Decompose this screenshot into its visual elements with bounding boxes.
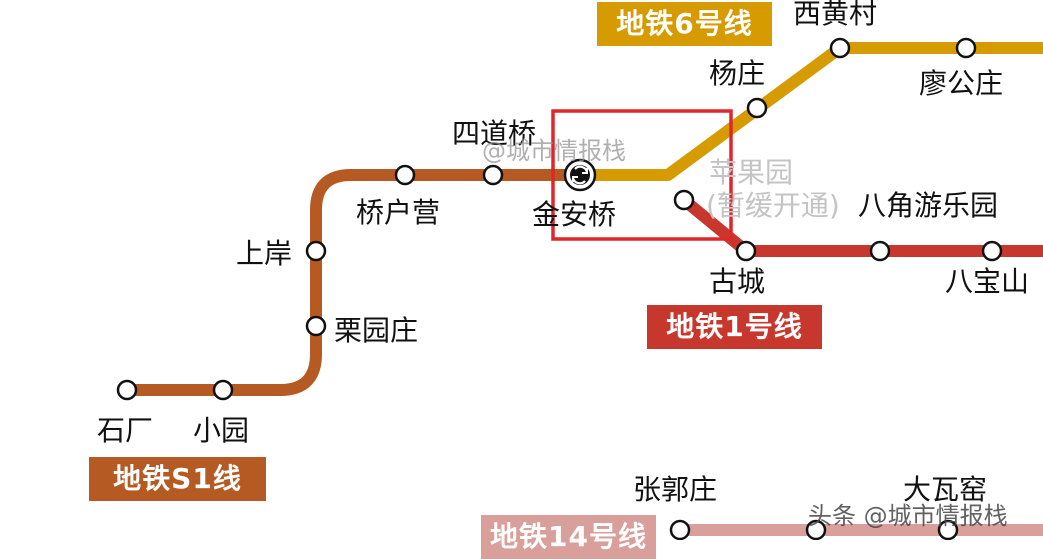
station-label-zhangguozhuang: 张郭庄 [633, 473, 717, 506]
line-1-badge: 地铁1号线 [647, 305, 822, 349]
station-label-pingguoyuan: 苹果园 [709, 156, 793, 189]
station-marker-zhangguozhuang[interactable] [669, 519, 691, 540]
station-label-dawayao: 大瓦窑 [903, 473, 987, 506]
station-label-pingguoyuan-note: (暂缓开通) [706, 189, 840, 222]
station-label-bajiao: 八角游乐园 [858, 189, 998, 222]
station-marker-xiaoyuan[interactable] [212, 379, 234, 401]
station-label-yangzhuang: 杨庄 [709, 57, 765, 90]
station-label-qiaohuying: 桥户营 [356, 196, 440, 229]
station-marker-line14-a[interactable] [805, 519, 827, 540]
station-label-babaoshan: 八宝山 [945, 265, 1029, 298]
station-marker-sidaoqiao[interactable] [482, 164, 504, 186]
line-s1-badge: 地铁S1线 [89, 457, 266, 501]
station-marker-gucheng[interactable] [735, 240, 757, 262]
station-label-xihuangcun: 西黄村 [793, 0, 877, 30]
station-label-jinanqiao: 金安桥 [532, 198, 616, 231]
station-label-liaogongzhuang: 廖公庄 [919, 67, 1003, 100]
station-marker-yangzhuang[interactable] [746, 97, 768, 119]
station-label-sidaoqiao: 四道桥 [452, 117, 536, 150]
highlight-box [551, 109, 733, 241]
station-marker-liaogongzhuang[interactable] [955, 37, 977, 59]
interchange-icon[interactable] [563, 158, 597, 192]
station-marker-xihuangcun[interactable] [829, 37, 851, 59]
station-label-liyuanzhuang: 栗园庄 [334, 314, 418, 347]
station-label-gucheng: 古城 [709, 265, 765, 298]
station-label-shangan: 上岸 [236, 237, 292, 270]
station-marker-babaoshan[interactable] [981, 240, 1003, 262]
station-label-shichang: 石厂 [97, 414, 153, 447]
station-marker-shangan[interactable] [305, 240, 327, 262]
station-label-xiaoyuan: 小园 [193, 414, 249, 447]
watermark-center: @城市情报栈 [482, 137, 626, 165]
line-14-badge: 地铁14号线 [481, 515, 656, 559]
station-marker-pingguoyuan[interactable] [673, 189, 695, 211]
watermark-corner: 头条 @城市情报栈 [808, 502, 1008, 530]
line-s1-track [121, 169, 586, 396]
station-marker-liyuanzhuang[interactable] [305, 315, 327, 337]
station-marker-dawayao[interactable] [937, 519, 959, 540]
station-marker-bajiao[interactable] [869, 240, 891, 262]
metro-map: 石厂 小园 栗园庄 上岸 桥户营 四道桥 金安桥 杨庄 西黄村 廖公庄 苹果园 … [97, 0, 1043, 540]
line-6-badge: 地铁6号线 [597, 2, 772, 46]
station-marker-qiaohuying[interactable] [394, 164, 416, 186]
station-marker-shichang[interactable] [116, 379, 138, 401]
